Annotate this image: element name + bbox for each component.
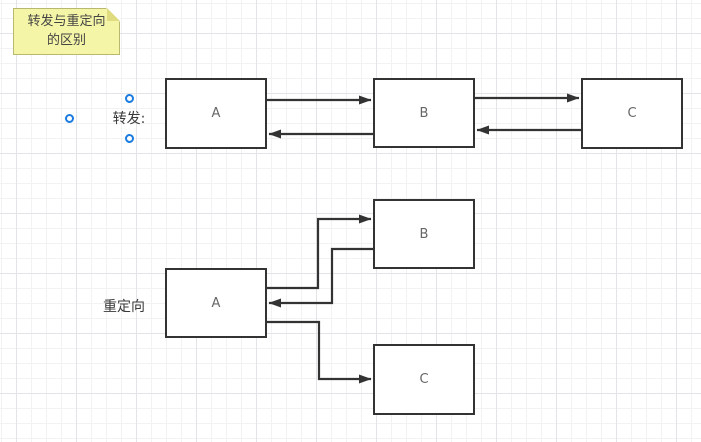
box-forward-a[interactable]: A [165, 78, 267, 149]
arrow-redirect-a-to-c[interactable] [267, 320, 372, 384]
sticky-note-text-line2: 的区别 [46, 32, 86, 48]
connection-point-top[interactable] [124, 93, 134, 103]
box-redirect-a[interactable]: A [165, 268, 267, 338]
box-redirect-c[interactable]: C [373, 344, 475, 415]
box-forward-b[interactable]: B [373, 78, 475, 148]
box-forward-c-label: C [627, 106, 637, 121]
box-redirect-b[interactable]: B [373, 199, 475, 269]
sticky-note[interactable]: 转发与重定向 的区别 [13, 8, 120, 55]
arrow-redirect-b-to-a[interactable] [268, 247, 373, 308]
box-forward-b-label: B [419, 105, 429, 121]
forward-label[interactable]: 转发: [112, 111, 146, 127]
arrow-redirect-a-to-b[interactable] [267, 214, 372, 290]
box-redirect-b-label: B [419, 226, 429, 242]
connection-point-left[interactable] [64, 113, 74, 123]
box-forward-c[interactable]: C [581, 78, 683, 149]
box-redirect-c-label: C [419, 372, 429, 387]
connection-point-bottom[interactable] [124, 133, 134, 143]
box-forward-a-label: A [211, 106, 221, 121]
redirect-label[interactable]: 重定向 [103, 299, 145, 315]
sticky-note-text-line1: 转发与重定向 [27, 14, 106, 30]
box-redirect-a-label: A [211, 295, 221, 311]
